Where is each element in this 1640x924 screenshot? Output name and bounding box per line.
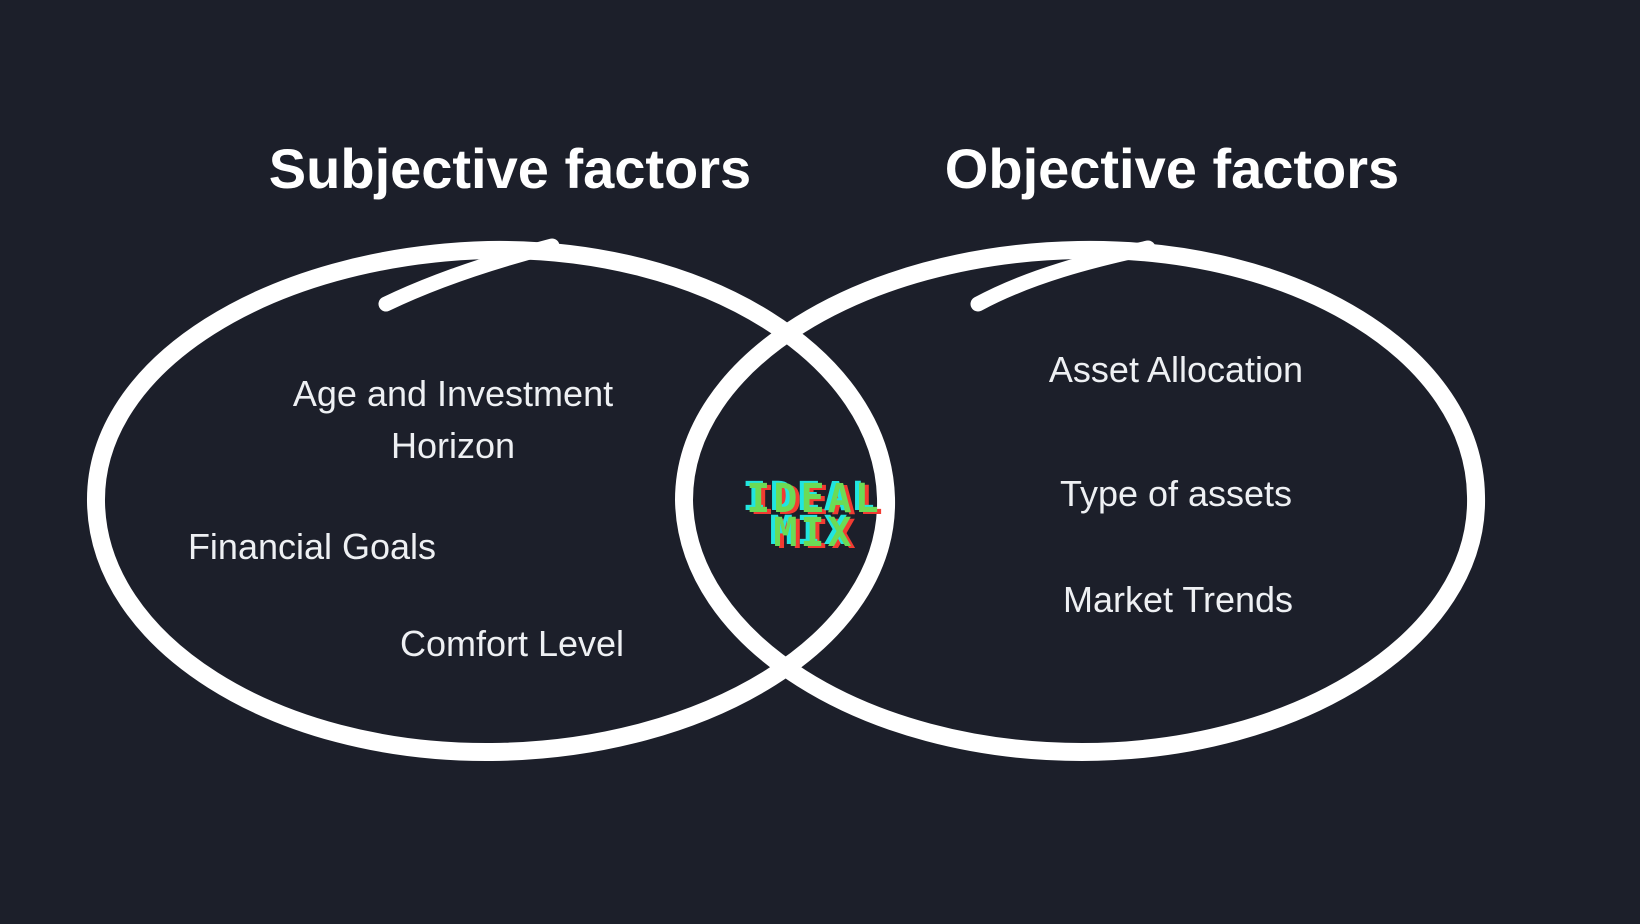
right-circle-title: Objective factors	[944, 137, 1400, 200]
left-circle-outline	[86, 240, 896, 762]
right-circle-outline	[675, 240, 1486, 761]
right-item-type-of-assets: Type of assets	[1059, 473, 1293, 514]
right-item-asset-allocation: Asset Allocation	[1048, 349, 1304, 390]
left-circle-tail-stroke	[378, 238, 560, 312]
right-circle-tail-stroke	[970, 240, 1156, 312]
right-item-market-trends: Market Trends	[1062, 579, 1294, 620]
ideal-mix-line2: MIX	[773, 510, 855, 556]
ideal-mix-line1: IDEAL	[746, 476, 882, 522]
left-item-comfort-level: Comfort Level	[399, 623, 625, 664]
left-circle-title: Subjective factors	[268, 137, 752, 200]
left-item-age-investment-horizon: Age and Investment Horizon	[292, 373, 614, 466]
left-item-financial-goals: Financial Goals	[187, 526, 437, 567]
ideal-mix-label: IDEAL MIX	[746, 476, 882, 556]
